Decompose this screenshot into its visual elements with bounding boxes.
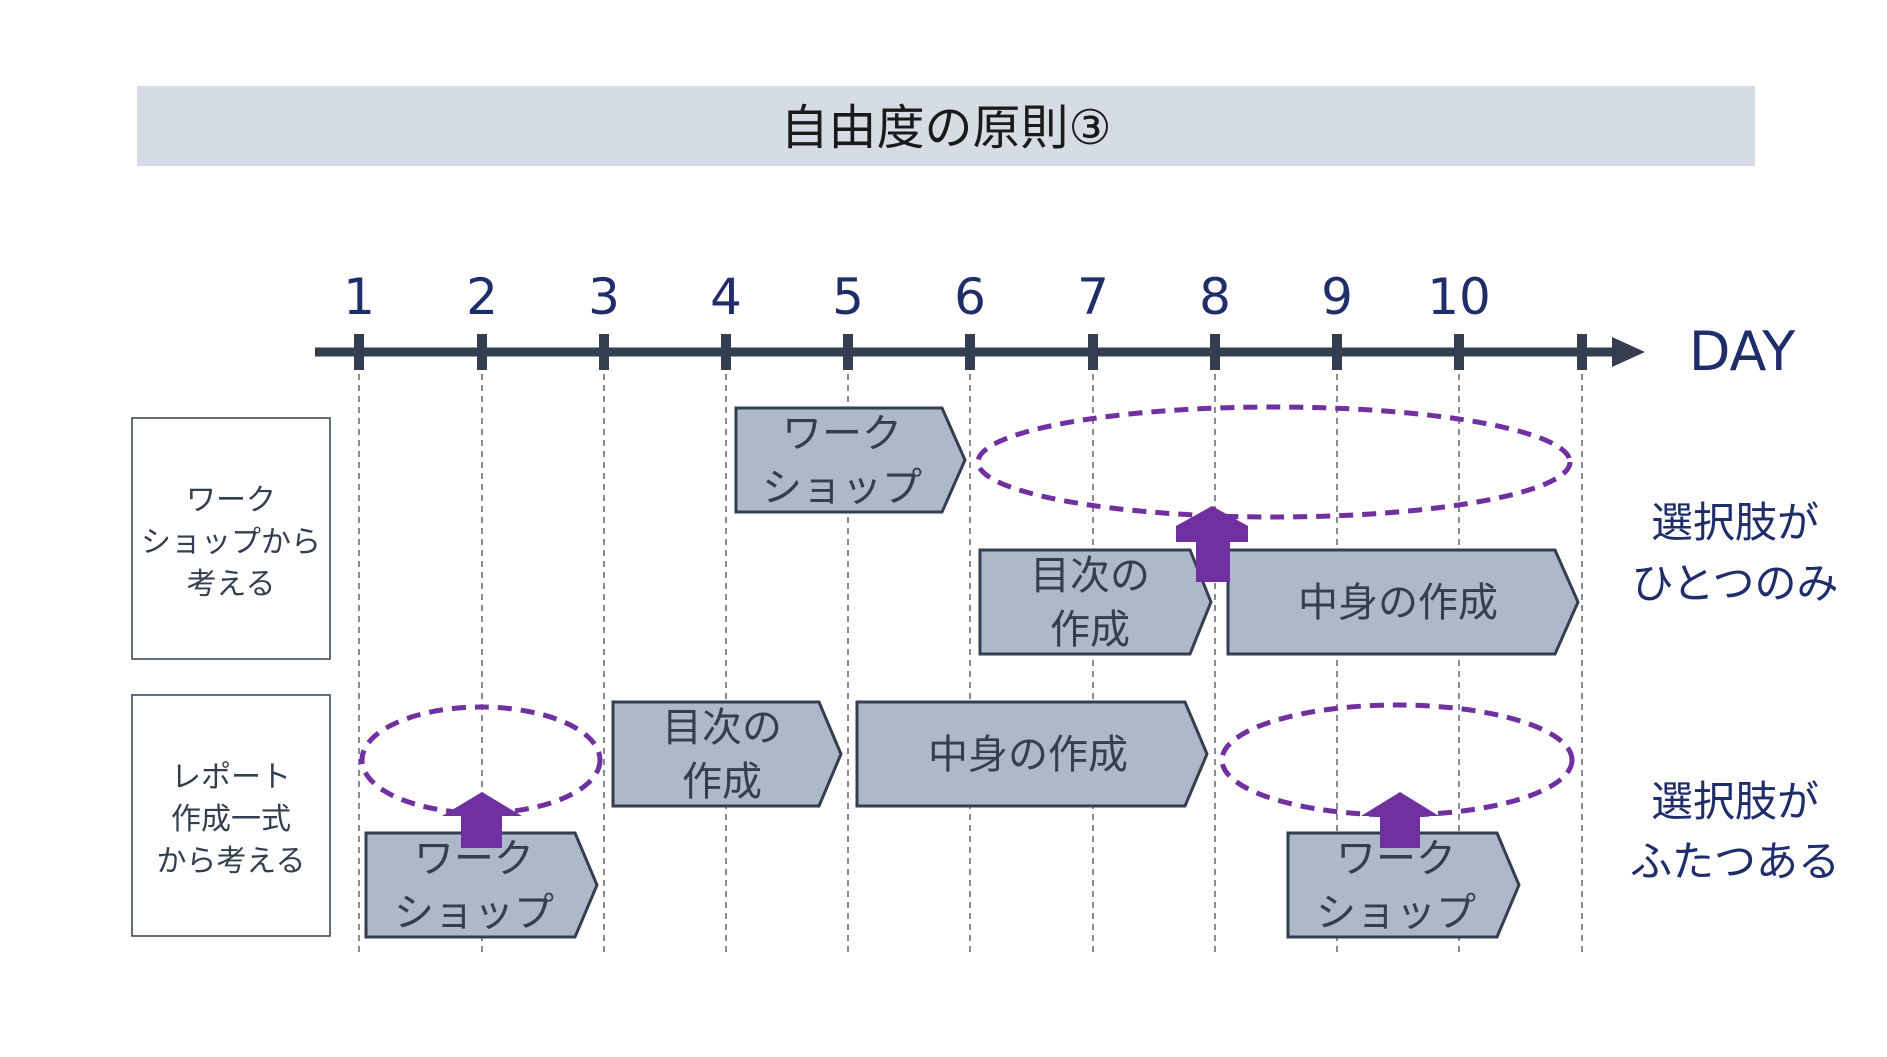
row-1-label-frame — [131, 417, 331, 660]
day-number-7: 7 — [1077, 268, 1109, 326]
axis-ticks — [354, 334, 1587, 370]
note-row-1-line-2: ひとつのみ — [1631, 559, 1838, 608]
task-block-label: 作成 — [1050, 607, 1130, 653]
timeline-axis — [315, 334, 1645, 370]
task-block-label: 中身の作成 — [1298, 580, 1498, 626]
task-block-workshop: ワーク ショップ — [364, 831, 599, 939]
task-block-label: 目次の — [1030, 553, 1150, 599]
task-block-label: ショップ — [762, 465, 922, 511]
row-2-blocks: 目次の 作成 中身の作成 ワーク ショップ ワーク ショップ — [364, 700, 1521, 939]
note-row-2-line-1: 選択肢が — [1651, 777, 1819, 826]
task-block-label: ショップ — [1316, 890, 1476, 936]
row-2-label-box: レポート 作成一式 から考える — [131, 694, 331, 937]
task-block-workshop: ワーク ショップ — [734, 406, 967, 514]
title-band — [137, 86, 1755, 166]
day-gridlines — [358, 352, 1583, 956]
day-number-10: 10 — [1427, 268, 1491, 326]
row-2-label-line-3: から考える — [156, 844, 305, 879]
row-2-label-line-1: レポート — [171, 760, 291, 795]
day-numbers: 1 2 3 4 5 6 7 8 9 10 — [343, 268, 1491, 326]
row-1-label-line-2: ショップから — [141, 525, 321, 560]
row-1-label-box: ワーク ショップから 考える — [131, 417, 331, 660]
up-arrow-icon — [1176, 506, 1248, 582]
task-block-table-of-contents: 目次の 作成 — [978, 548, 1213, 656]
task-block-label: 作成 — [682, 759, 762, 805]
note-row-2-line-2: ふたつある — [1630, 837, 1840, 886]
choice-arrows — [442, 506, 1439, 848]
task-block-content-creation: 中身の作成 — [1226, 548, 1580, 656]
row-2-label-line-2: 作成一式 — [171, 802, 291, 837]
axis-unit-label: DAY — [1689, 320, 1796, 383]
up-arrow-icon — [442, 792, 522, 848]
slide-title: 自由度の原則③ — [780, 100, 1111, 156]
day-number-1: 1 — [343, 268, 375, 326]
task-block-workshop: ワーク ショップ — [1286, 831, 1521, 939]
day-number-4: 4 — [710, 268, 742, 326]
day-number-2: 2 — [466, 268, 498, 326]
task-block-content-creation: 中身の作成 — [855, 700, 1209, 808]
note-row-1-line-1: 選択肢が — [1651, 498, 1819, 547]
task-block-table-of-contents: 目次の 作成 — [611, 700, 843, 808]
task-block-label: 目次の — [662, 705, 782, 751]
day-number-5: 5 — [832, 268, 864, 326]
row-1-label-line-3: 考える — [186, 567, 275, 602]
row-1-blocks: ワーク ショップ 目次の 作成 中身の作成 — [734, 406, 1580, 656]
side-notes: 選択肢が ひとつのみ 選択肢が ふたつある — [1630, 498, 1840, 886]
row-1-label-line-1: ワーク — [186, 483, 276, 518]
task-block-label: 中身の作成 — [928, 732, 1128, 778]
up-arrow-icon — [1361, 792, 1439, 848]
day-number-8: 8 — [1199, 268, 1231, 326]
axis-arrowhead — [1612, 337, 1645, 367]
day-number-6: 6 — [954, 268, 986, 326]
row-2-label-frame — [131, 694, 331, 937]
task-block-label: ワーク — [782, 411, 902, 457]
choice-ellipse-row-1 — [975, 404, 1573, 520]
task-block-label: ショップ — [394, 890, 554, 936]
day-number-3: 3 — [588, 268, 620, 326]
day-number-9: 9 — [1321, 268, 1353, 326]
